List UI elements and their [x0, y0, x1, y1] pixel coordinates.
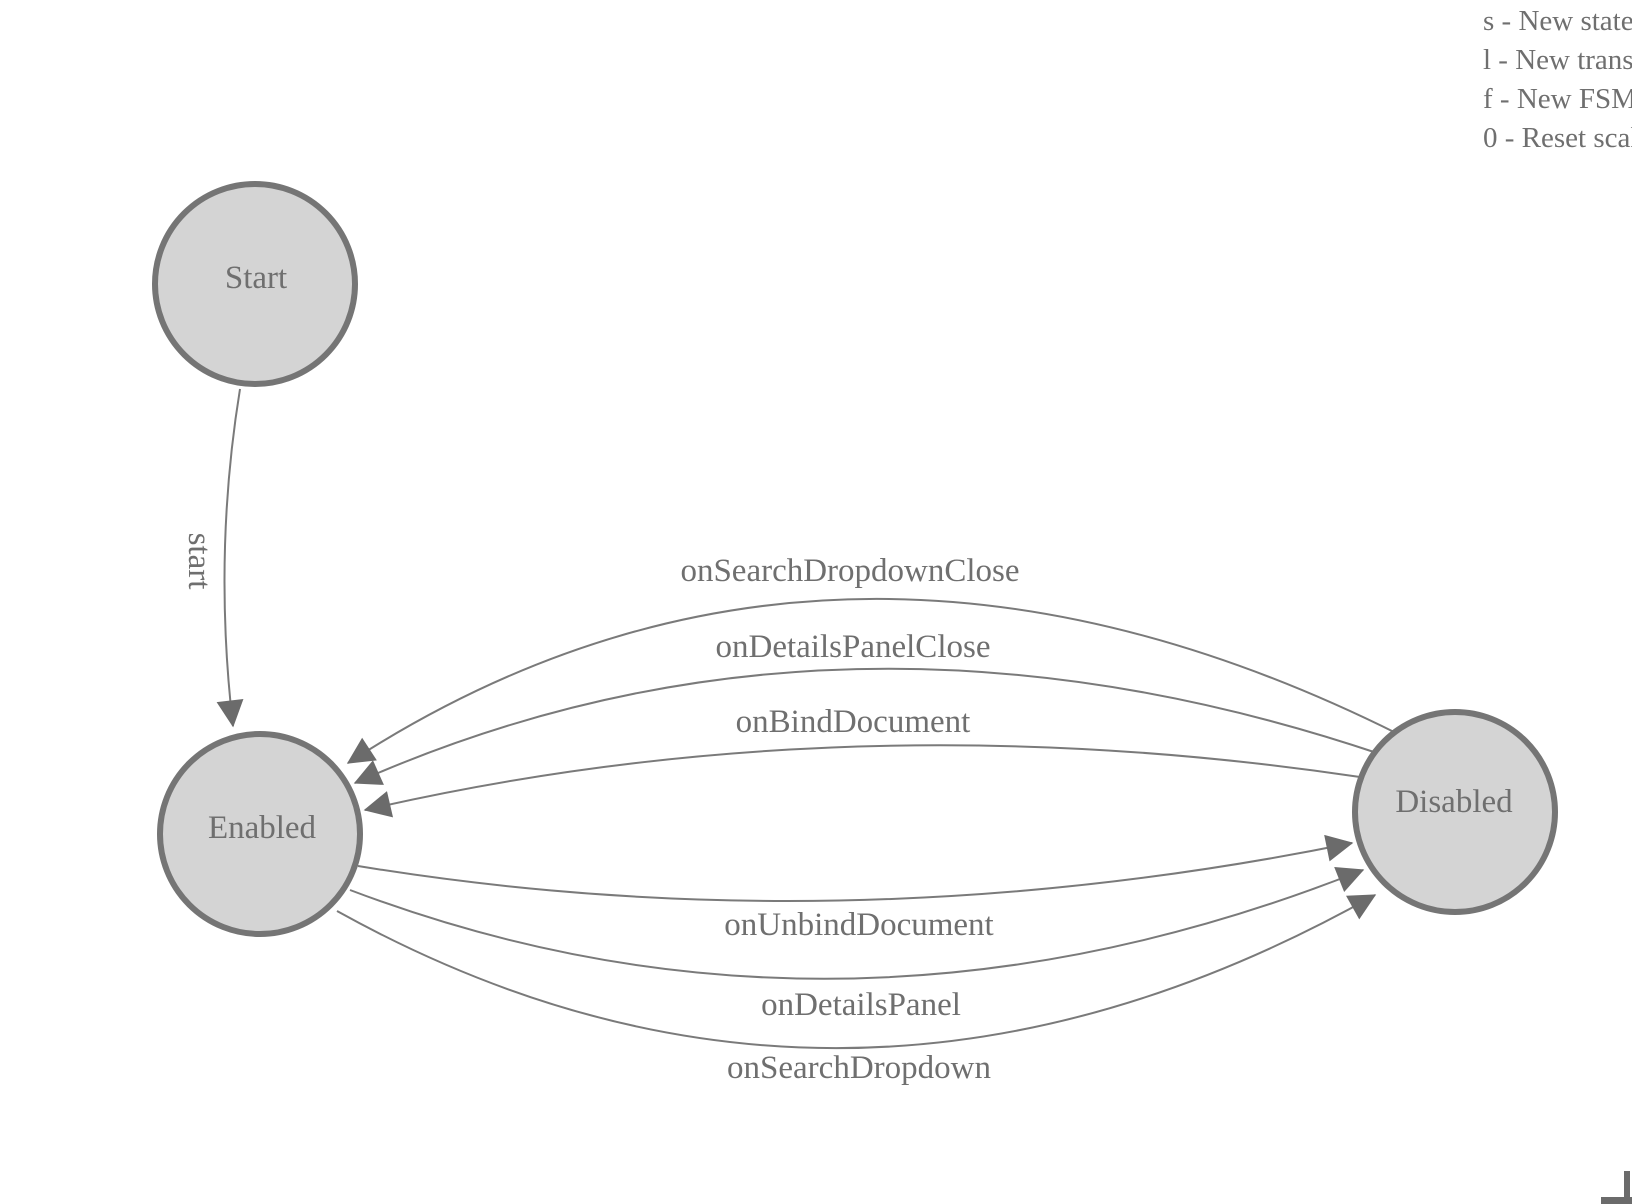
- legend-line-new-fsm: f - New FSM: [1483, 83, 1632, 115]
- transition-label-ondetailspanel: onDetailsPanel: [761, 986, 961, 1023]
- transition-edge-onunbinddocument[interactable]: [357, 834, 1354, 902]
- offscreen-node-fragment[interactable]: [1601, 1171, 1632, 1204]
- state-label-enabled: Enabled: [207, 809, 317, 846]
- state-node-start[interactable]: [152, 181, 358, 387]
- transition-edge-onbinddocument[interactable]: [363, 744, 1361, 818]
- transition-label-onunbinddocument: onUnbindDocument: [724, 906, 994, 943]
- transition-label-onsearchdropdownclose: onSearchDropdownClose: [680, 552, 1020, 589]
- transition-edge-onsearchdropdownclose[interactable]: [346, 597, 1399, 764]
- transition-label-onsearchdropdown: onSearchDropdown: [727, 1049, 991, 1086]
- legend-line-reset-scale: 0 - Reset scale: [1483, 122, 1632, 154]
- legend-line-new-transition: l - New transition: [1483, 44, 1632, 76]
- legend-line-new-state: s - New state: [1483, 5, 1632, 37]
- state-label-disabled: Disabled: [1395, 783, 1513, 820]
- shortcut-legend: s - New state l - New transition f - New…: [1483, 2, 1632, 158]
- transition-label-onbinddocument: onBindDocument: [735, 703, 971, 740]
- transition-edge-ondetailspanelclose[interactable]: [353, 667, 1381, 785]
- transition-label-start: start: [181, 532, 218, 590]
- state-node-disabled[interactable]: [1352, 709, 1558, 915]
- transition-edge-onsearchdropdown[interactable]: [336, 894, 1377, 1049]
- transition-edge-start[interactable]: [216, 388, 244, 728]
- state-label-start: Start: [224, 259, 288, 296]
- transition-edge-ondetailspanel[interactable]: [349, 866, 1365, 980]
- state-node-enabled[interactable]: [157, 731, 363, 937]
- transition-label-ondetailspanelclose: onDetailsPanelClose: [715, 628, 991, 665]
